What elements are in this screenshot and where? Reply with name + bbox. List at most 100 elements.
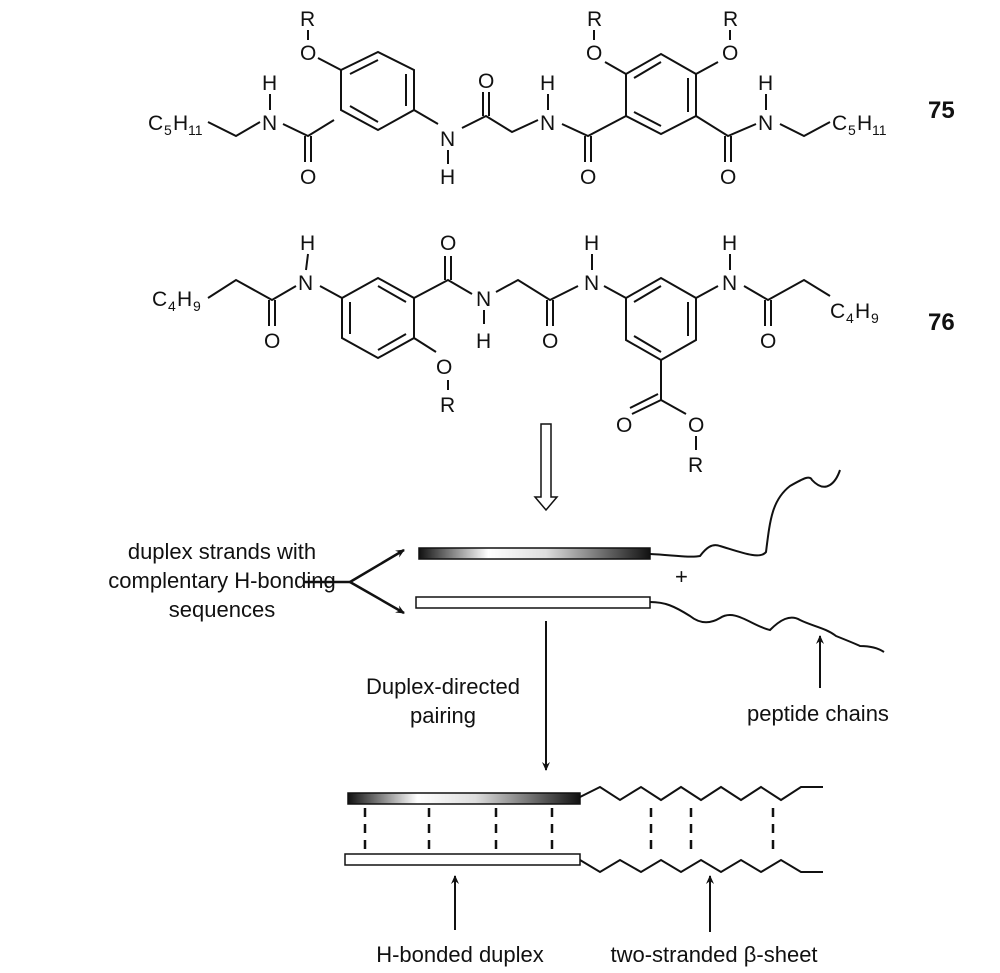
bond (629, 393, 659, 409)
atom-O: O (300, 166, 316, 189)
bond (633, 111, 662, 127)
bond (604, 61, 627, 75)
bond (207, 121, 261, 138)
branch-arrow-upper (349, 548, 405, 584)
bond (349, 105, 379, 123)
atom-R: R (688, 454, 703, 477)
bond (695, 61, 719, 75)
c4h9-right-sub1: 4 (846, 310, 854, 326)
bond (495, 278, 579, 302)
atom-H: H (758, 72, 773, 95)
bond (633, 335, 662, 353)
atom-O: O (580, 166, 596, 189)
plus-sign: + (675, 564, 688, 589)
bond (282, 119, 335, 138)
atom-R: R (723, 8, 738, 31)
c5h11-right-sub1: 5 (848, 122, 856, 138)
atom-N: N (722, 272, 737, 295)
atom-R: R (440, 394, 455, 417)
atom-O: O (688, 414, 704, 437)
hbond-dashes (363, 808, 775, 853)
atom-N: N (758, 112, 773, 135)
bond (377, 285, 407, 303)
atom-H: H (440, 166, 455, 189)
atom-O: O (720, 166, 736, 189)
compound-number-76: 76 (928, 309, 955, 336)
c4h9-left-sub2: 9 (193, 298, 201, 314)
bond (779, 121, 831, 138)
c5h11-right-sub2: 11 (872, 122, 887, 138)
bond (695, 115, 757, 138)
bond (317, 57, 342, 71)
duplex-directed-label-line1: Duplex-directed (366, 674, 520, 699)
duplex-dark-strand (347, 792, 581, 805)
atom-N: N (476, 288, 491, 311)
atom-O: O (616, 414, 632, 437)
duplex-light-strand (344, 853, 581, 866)
atom-O: O (264, 330, 280, 353)
c4h9-left-C: C (152, 288, 167, 311)
hollow-down-arrow-icon (533, 423, 559, 512)
atom-R: R (587, 8, 602, 31)
atom-O: O (300, 42, 316, 65)
bond (633, 61, 662, 79)
atom-O: O (722, 42, 738, 65)
c5h11-right-H: H (857, 112, 872, 135)
c5h11-left-sub2: 11 (188, 122, 203, 138)
atom-O: O (478, 70, 494, 93)
atom-N: N (584, 272, 599, 295)
atom-H: H (300, 232, 315, 255)
bond (413, 337, 437, 353)
c4h9-right-sub2: 9 (871, 310, 879, 326)
atom-H: H (476, 330, 491, 353)
light-strand (415, 596, 651, 609)
benzene-ring (625, 52, 697, 136)
c5h11-left-sub1: 5 (164, 122, 172, 138)
duplex-strands-label-line1: duplex strands with (128, 539, 316, 564)
duplex-strands-label-line2: complentary H-bonding (108, 568, 335, 593)
c4h9-left-H: H (177, 288, 192, 311)
bond (305, 253, 309, 271)
atom-O: O (440, 232, 456, 255)
bond (743, 278, 831, 302)
atom-H: H (584, 232, 599, 255)
bond (603, 285, 627, 299)
c5h11-right-C: C (832, 112, 847, 135)
beta-strand-upper (579, 785, 823, 802)
c5h11-left-H: H (173, 112, 188, 135)
atom-H: H (722, 232, 737, 255)
duplex-strands-label-line3: sequences (169, 597, 275, 622)
c5h11-left-C: C (148, 112, 163, 135)
bond (413, 278, 473, 299)
atom-N: N (298, 272, 313, 295)
atom-H: H (540, 72, 555, 95)
duplex-directed-label-line2: pairing (410, 703, 476, 728)
compound-75: C 5 H 11 N H O O R N H O N H O (148, 8, 955, 189)
bond (413, 109, 439, 125)
c4h9-right-C: C (830, 300, 845, 323)
compound-76: C 4 H 9 O N H O N H O O R N H (152, 232, 955, 477)
peptide-chains-label: peptide chains (747, 701, 889, 726)
beta-strand-lower (579, 858, 823, 874)
atom-H: H (262, 72, 277, 95)
peptide-chain-upper (649, 469, 841, 558)
atom-R: R (300, 8, 315, 31)
beta-sheet-label: two-stranded β-sheet (610, 942, 817, 967)
branch-arrow-lower (349, 580, 405, 615)
bond (461, 114, 539, 134)
benzene-ring (340, 50, 415, 132)
bond (631, 399, 662, 415)
bond (377, 333, 407, 351)
bond (319, 285, 343, 299)
atom-O: O (760, 330, 776, 353)
atom-N: N (262, 112, 277, 135)
benzene-ring (341, 276, 415, 360)
bond (349, 59, 379, 75)
h-bonded-duplex-label: H-bonded duplex (376, 942, 544, 967)
peptide-chain-lower (649, 601, 885, 653)
bond (695, 285, 719, 299)
bond (660, 399, 687, 415)
atom-O: O (542, 330, 558, 353)
bond (633, 285, 662, 303)
